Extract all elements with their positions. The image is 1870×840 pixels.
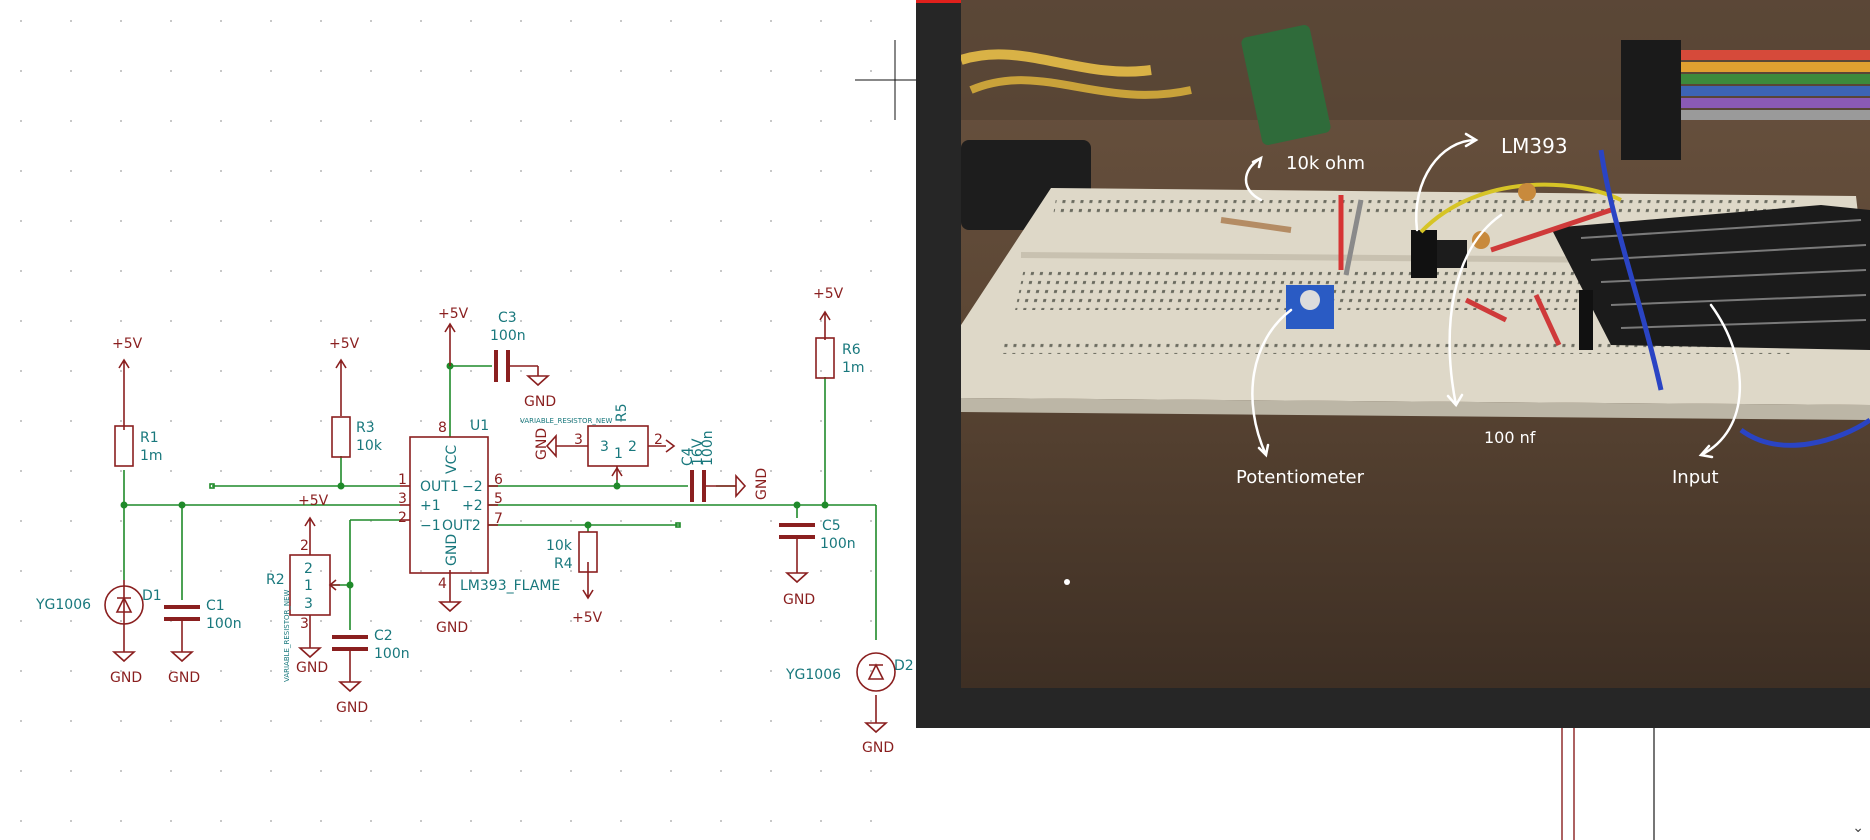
power-label: +5V <box>298 493 329 509</box>
u1-vcc: VCC <box>444 445 460 474</box>
c3-ref: C3 <box>498 310 517 326</box>
u1-pin: 3 <box>398 491 407 507</box>
power-label: +5V <box>438 306 469 322</box>
label-lm393: LM393 <box>1501 134 1568 158</box>
scroll-down-icon[interactable]: ⌄ <box>1852 820 1864 836</box>
pot-pin: 2 <box>300 538 309 554</box>
r2-ref: R2 <box>266 572 285 588</box>
d2-value: YG1006 <box>785 667 841 683</box>
power-label: +5V <box>329 336 360 352</box>
d1-ref: D1 <box>142 588 162 604</box>
r4-value: 10k <box>546 538 573 554</box>
gnd-label: GND <box>168 670 200 686</box>
u1-pin: 4 <box>438 576 447 592</box>
u1-out2: OUT2 <box>442 518 481 534</box>
c1-ref: C1 <box>206 598 225 614</box>
label-100nf: 100 nf <box>1484 428 1536 447</box>
u1-out1: OUT1 <box>420 479 459 495</box>
u1-ref: U1 <box>470 418 489 434</box>
r5-ref: R5 <box>614 403 630 422</box>
c1-value: 100n <box>206 616 242 632</box>
pot-pin: 1 <box>304 578 313 594</box>
pot-pin: 3 <box>304 596 313 612</box>
gnd-label: GND <box>754 468 770 500</box>
r1-ref: R1 <box>140 430 159 446</box>
ribbon-cable <box>1681 50 1870 120</box>
c2-value: 100n <box>374 646 410 662</box>
d2-ref: D2 <box>894 658 914 674</box>
c4-value: 100n <box>700 430 716 466</box>
gnd-label: GND <box>336 700 368 716</box>
u1-minus2: −2 <box>462 479 483 495</box>
gnd-label: GND <box>862 740 894 756</box>
c5-value: 100n <box>820 536 856 552</box>
r3-ref: R3 <box>356 420 375 436</box>
r6-ref: R6 <box>842 342 861 358</box>
schematic-canvas[interactable]: +5V +5V +5V +5V +5V +5V GND GND GND GND … <box>0 0 916 840</box>
gnd-label: GND <box>110 670 142 686</box>
component-graphics <box>104 310 896 734</box>
schematic-labels: +5V +5V +5V +5V +5V +5V GND GND GND GND … <box>35 286 914 756</box>
cursor-crosshair <box>855 40 916 120</box>
c4-extra: 16V <box>690 438 706 466</box>
annotation-arrows <box>1244 132 1741 459</box>
pot-pin: 3 <box>300 616 309 632</box>
pot-pin: 2 <box>304 561 313 577</box>
label-10k-ohm: 10k ohm <box>1286 153 1366 174</box>
u1-plus1: +1 <box>420 498 441 514</box>
u1-value: LM393_FLAME <box>460 578 560 594</box>
u1-pin: 8 <box>438 420 447 436</box>
r5-footprint: VARIABLE_RESISTOR_NEW <box>520 417 613 425</box>
pot-pin: 2 <box>654 432 663 448</box>
u1-gnd: GND <box>444 534 460 566</box>
u1-minus1: −1 <box>420 518 441 534</box>
u1-pin: 5 <box>494 491 503 507</box>
r3-value: 10k <box>356 438 383 454</box>
c2-ref: C2 <box>374 628 393 644</box>
r6-value: 1m <box>842 360 865 376</box>
gnd-label: GND <box>534 428 550 460</box>
photo-viewer-window[interactable]: 10k ohm LM393 100 nf Potentiometer Input <box>916 0 1870 728</box>
pot-pin: 3 <box>574 432 583 448</box>
c3-value: 100n <box>490 328 526 344</box>
gnd-label: GND <box>783 592 815 608</box>
gnd-label: GND <box>296 660 328 676</box>
wires[interactable] <box>123 365 877 640</box>
power-label: +5V <box>813 286 844 302</box>
power-label: +5V <box>572 610 603 626</box>
power-label: +5V <box>112 336 143 352</box>
gnd-label: GND <box>436 620 468 636</box>
u1-plus2: +2 <box>462 498 483 514</box>
c5-ref: C5 <box>822 518 841 534</box>
pot-pin: 2 <box>628 439 637 455</box>
breadboard-photo <box>961 0 1870 688</box>
u1-pin: 1 <box>398 472 407 488</box>
r4-ref: R4 <box>554 556 573 572</box>
label-input: Input <box>1672 467 1719 488</box>
gnd-label: GND <box>524 394 556 410</box>
r1-value: 1m <box>140 448 163 464</box>
pot-pin: 3 <box>600 439 609 455</box>
d1-value: YG1006 <box>35 597 91 613</box>
u1-pin: 6 <box>494 472 503 488</box>
u1-pin: 2 <box>398 510 407 526</box>
c4-ref: C4 <box>680 447 696 466</box>
pot-pin: 1 <box>614 446 623 462</box>
u1-pin: 7 <box>494 511 503 527</box>
label-potentiometer: Potentiometer <box>1236 467 1364 488</box>
r2-footprint: VARIABLE_RESISTOR_NEW <box>283 589 291 682</box>
